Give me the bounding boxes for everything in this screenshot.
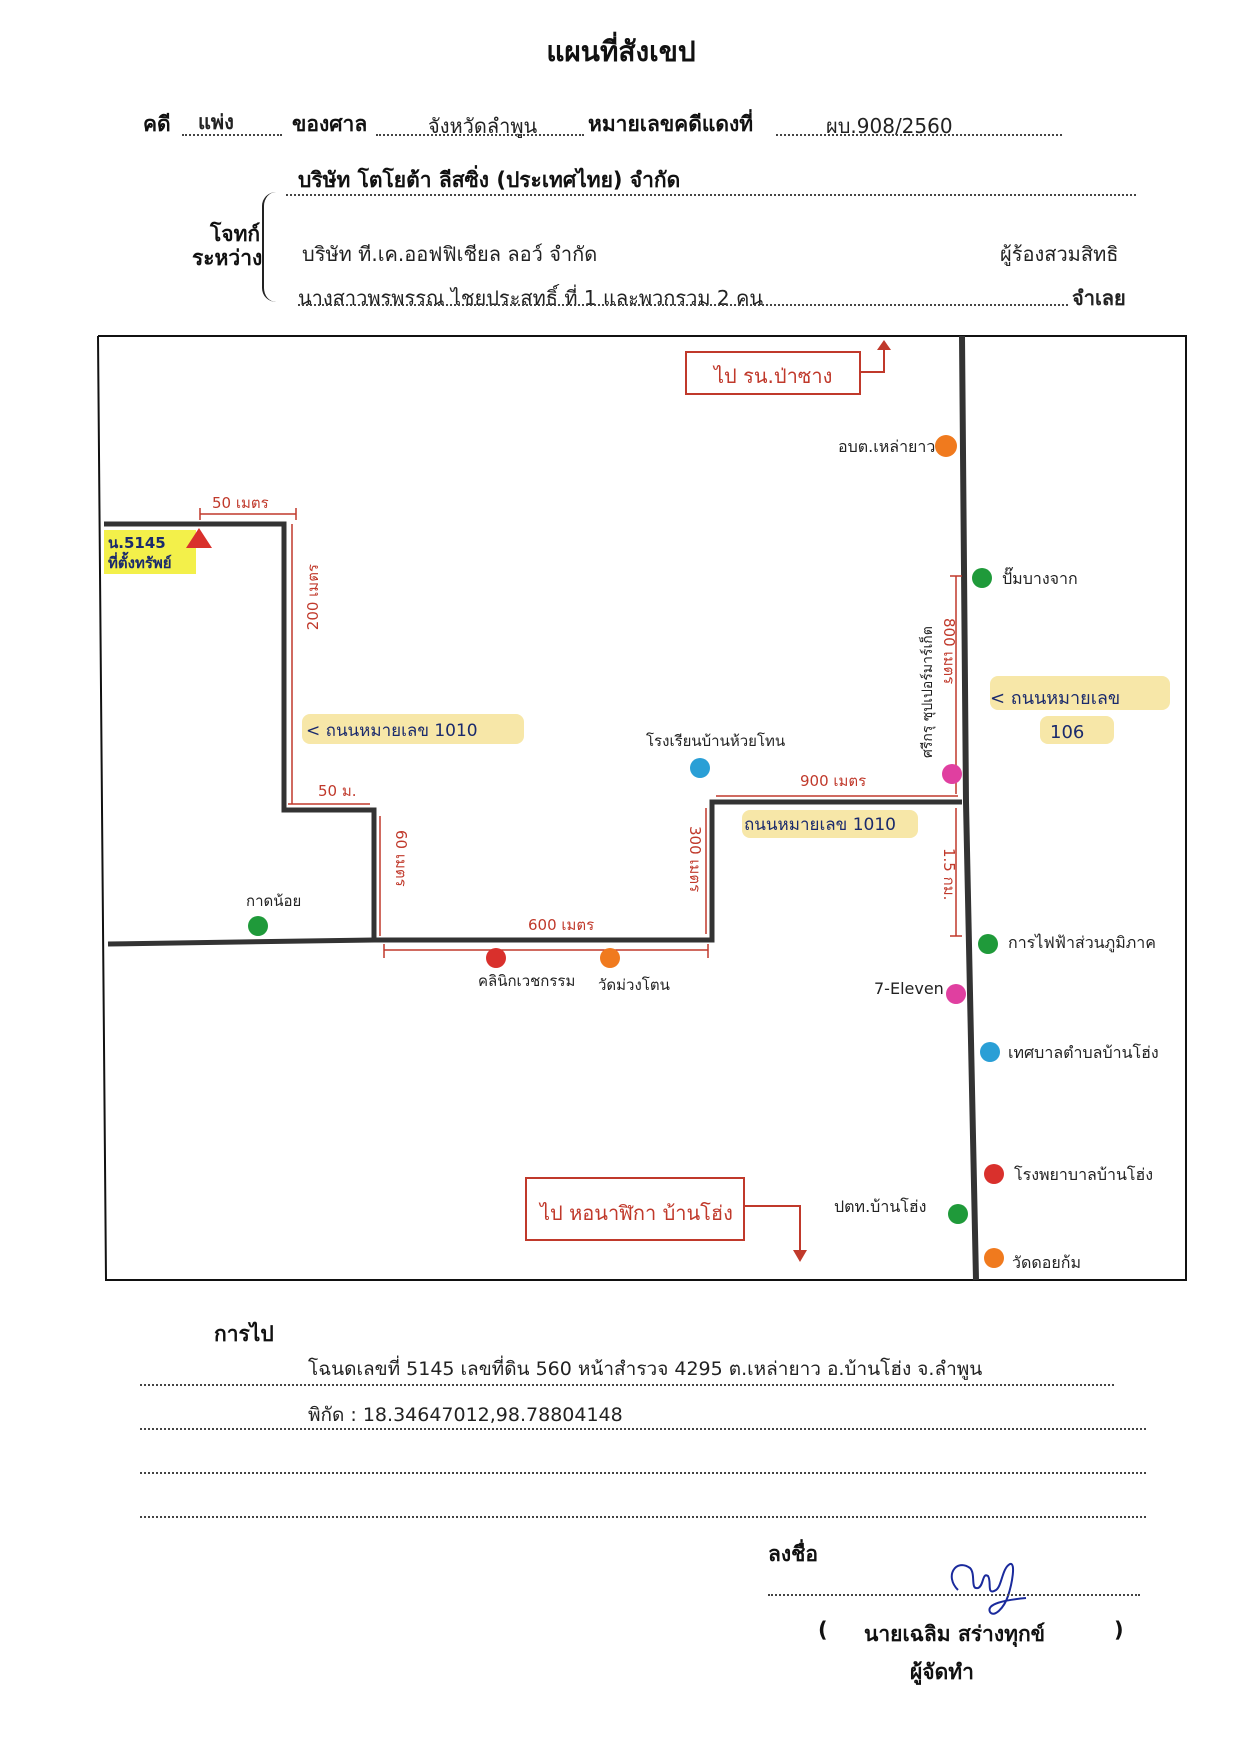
dimension-lines (199, 508, 962, 958)
directions-line1: โฉนดเลขที่ 5145 เลขที่ดิน 560 หน้าสำรวจ … (308, 1358, 983, 1380)
landmark-label-2: ศรีกรุ ซุปเปอร์มาร์เก็ต (918, 626, 936, 758)
defendant-name: นางสาวพรพรรณ ไชยประสทธิ์ ที่ 1 และพวกรวม… (298, 286, 764, 310)
road-106 (959, 335, 979, 1281)
sign-bottom-arrow (744, 1205, 801, 1254)
dist-50m: 50 เมตร (212, 494, 269, 512)
road-106-label-2: 106 (1050, 722, 1084, 743)
landmark-dot-8 (946, 984, 966, 1004)
directions-dots-2 (140, 1428, 1146, 1430)
directions-label: การไป (214, 1322, 274, 1346)
landmark-dot-2 (942, 764, 962, 784)
handwritten-signature (950, 1563, 1027, 1615)
co-claimant-name: บริษัท ที.เค.ออฟฟิเชียล ลอว์ จำกัด (302, 242, 598, 266)
map-frame (97, 335, 1187, 1281)
landmark-label-12: วัดดอยก้ม (1012, 1253, 1081, 1272)
case-type: แพ่ง (198, 110, 234, 134)
dist-800m: 800 เมตร (940, 618, 958, 684)
property-highlight (104, 530, 196, 574)
directions-dots-1 (140, 1384, 1114, 1386)
road-106-label-1: < ถนนหมายเลข (990, 688, 1120, 709)
sign-bottom-text: ไป หอนาฬิกา บ้านโฮ่ง (538, 1201, 733, 1225)
signature-name: นายเฉลิม สร่างทุกข์ (864, 1622, 1046, 1646)
between-label: ระหว่าง (192, 246, 263, 270)
signature-close-paren: ) (1114, 1618, 1124, 1642)
plaintiff-dots (286, 194, 1136, 196)
landmark-dot-10 (984, 1164, 1004, 1184)
court-dots (376, 134, 584, 136)
defendant-dots (298, 304, 1068, 306)
landmark-dot-0 (935, 435, 957, 457)
plaintiff-name: บริษัท โตโยต้า ลีสซิ่ง (ประเทศไทย) จำกัด (298, 168, 681, 192)
dist-15km: 1.5 กม. (940, 848, 958, 900)
landmark-label-8: 7-Eleven (874, 979, 944, 998)
dist-900m: 900 เมตร (800, 772, 866, 790)
case-type-dots (182, 134, 282, 136)
defendant-label: จำเลย (1072, 286, 1126, 310)
road-west-branch (107, 937, 375, 947)
sign-bottom-box (525, 1177, 745, 1241)
landmark-dot-3 (690, 758, 710, 778)
road-1010-left-highlight (302, 714, 524, 744)
directions-line2: พิกัด : 18.34647012,98.78804148 (308, 1404, 623, 1426)
landmark-dot-11 (948, 1204, 968, 1224)
landmark-label-1: ปั๊มบางจาก (1002, 567, 1078, 588)
sign-top-text: ไป รน.ป่าซาง (712, 364, 832, 388)
road-1010 (104, 521, 962, 943)
signature-role: ผู้จัดทำ (910, 1660, 974, 1684)
landmark-label-0: อบต.เหล่ายาว (838, 437, 935, 456)
landmark-dot-4 (248, 916, 268, 936)
signature-dots (768, 1594, 1140, 1596)
plaintiff-label: โจทก์ (210, 222, 261, 246)
landmark-label-4: กาดน้อย (246, 892, 301, 910)
directions-dots-4 (140, 1516, 1146, 1518)
parties-brace (262, 192, 278, 302)
signature-open-paren: ( (818, 1618, 828, 1642)
landmark-dot-7 (978, 934, 998, 954)
property-line2: ที่ตั้งทรัพย์ (108, 551, 172, 572)
landmark-dot-6 (600, 948, 620, 968)
case-label: คดี (143, 112, 171, 136)
court-label: ของศาล (292, 112, 368, 136)
landmark-label-6: วัดม่วงโตน (598, 976, 670, 994)
sign-top-arrowhead (877, 340, 891, 350)
road-1010-right-label: ถนนหมายเลข 1010 (744, 815, 896, 835)
signature-label: ลงชื่อ (768, 1542, 818, 1566)
dist-50m-short: 50 ม. (318, 782, 357, 800)
landmark-label-9: เทศบาลตำบลบ้านโฮ่ง (1008, 1043, 1159, 1062)
landmark-label-11: ปตท.บ้านโฮ่ง (834, 1197, 926, 1216)
sign-bottom-arrowhead (793, 1250, 807, 1262)
dist-300m: 300 เมตร (686, 826, 704, 892)
landmark-dot-12 (984, 1248, 1004, 1268)
landmark-label-3: โรงเรียนบ้านห้วยโทน (646, 732, 785, 750)
landmarks: อบต.เหล่ายาว ปั๊มบางจาก ศรีกรุ ซุปเปอร์ม… (246, 435, 1159, 1272)
co-claimant-label: ผู้ร้องสวมสิทธิ (1000, 242, 1119, 266)
road-106-highlight-2 (1040, 716, 1114, 744)
directions-dots-3 (140, 1472, 1146, 1474)
road-1010-left-label: < ถนนหมายเลข 1010 (306, 721, 478, 741)
property-triangle-icon (186, 528, 212, 548)
dist-60m: 60 เมตร (392, 830, 410, 887)
road-106-highlight-1 (990, 676, 1170, 710)
property-line1: น.5145 (108, 534, 166, 552)
red-number-dots (776, 134, 1062, 136)
landmark-dot-5 (486, 948, 506, 968)
red-number-label: หมายเลขคดีแดงที่ (588, 112, 754, 136)
document-title: แผนที่สังเขป (546, 35, 696, 68)
road-1010-right-highlight (742, 810, 918, 838)
landmark-dot-9 (980, 1042, 1000, 1062)
dist-200m: 200 เมตร (304, 564, 322, 630)
landmark-label-7: การไฟฟ้าส่วนภูมิภาค (1008, 933, 1156, 953)
dist-600m: 600 เมตร (528, 916, 594, 934)
landmark-label-10: โรงพยาบาลบ้านโฮ่ง (1014, 1165, 1153, 1184)
sign-top-arrow (860, 346, 885, 373)
landmark-label-5: คลินิกเวชกรรม (478, 972, 575, 990)
landmark-dot-1 (972, 568, 992, 588)
